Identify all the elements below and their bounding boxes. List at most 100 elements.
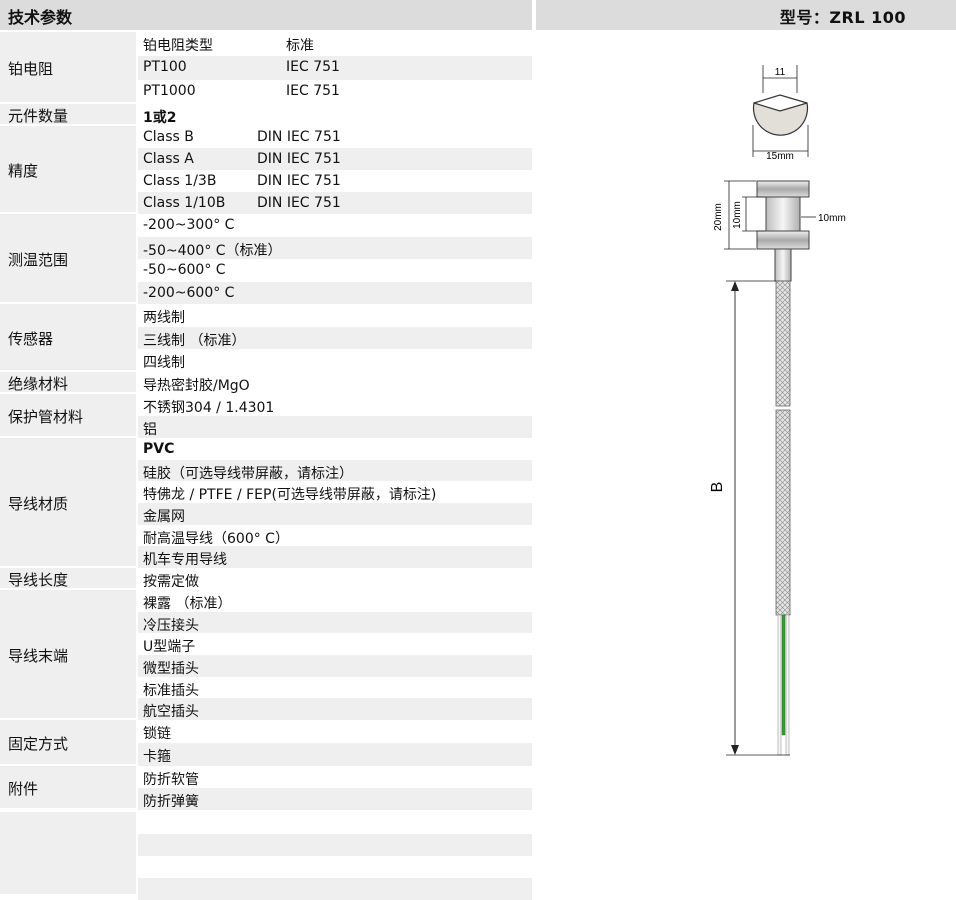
braided-cable [775,280,791,616]
spec-row: 铂电阻类型 标准 [138,32,532,56]
spec-row: 防折软管 [138,766,532,788]
spec-value: 防折软管 [143,772,199,788]
empty-label-cell [0,812,136,894]
spec-row: 硅胶（可选导线带屏蔽，请标注） [138,460,532,482]
spec-row: -50~600° C [138,259,532,282]
spec-standard: DIN IEC 751 [257,173,341,189]
spec-row: 裸露 （标准） [138,590,532,612]
spec-value: 卡箍 [143,749,171,765]
group-label-cell: 导线长度 [0,568,136,590]
spec-row: 两线制 [138,304,532,327]
spec-value: 硅胶（可选导线带屏蔽，请标注） [143,466,353,482]
spec-value: 微型插头 [143,661,199,677]
empty-row [138,834,532,856]
spec-value: 特佛龙 / PTFE / FEP(可选导线带屏蔽，请标注) [143,487,437,503]
spec-value: 按需定做 [143,574,199,590]
spec-value: Class 1/3B [143,173,217,189]
group-label: 精度 [8,162,39,180]
spec-row: 耐高温导线（600° C） [138,525,532,547]
spec-row: 特佛龙 / PTFE / FEP(可选导线带屏蔽，请标注) [138,481,532,503]
sensor-head: 20mm 10mm 10mm [713,180,846,282]
group-label: 传感器 [8,330,54,348]
spec-row: 金属网 [138,503,532,525]
dim-10-right-label: 10mm [818,213,846,224]
spec-value: 耐高温导线（600° C） [143,531,289,547]
spec-row: 锁链 [138,720,532,743]
spec-row: U型端子 [138,633,532,655]
empty-row [138,856,532,878]
group-label-cell: 导线末端 [0,590,136,720]
group-label: 绝缘材料 [8,375,69,393]
model-header: 型号：ZRL 100 [536,0,956,30]
spec-value: 不锈钢304 / 1.4301 [143,400,275,416]
spec-value: -200~600° C [143,285,235,301]
spec-standard: 标准 [286,38,314,54]
spec-value: U型端子 [143,639,196,655]
group-label-cell: 元件数量 [0,104,136,126]
spec-row: 不锈钢304 / 1.4301 [138,394,532,416]
group-label-cell: 绝缘材料 [0,372,136,394]
empty-row [138,812,532,834]
spec-value: PT1000 [143,83,196,99]
spec-row: 微型插头 [138,655,532,677]
spec-value: 标准插头 [143,683,199,699]
group-label: 元件数量 [8,107,69,125]
spec-value: Class B [143,129,194,145]
spec-row: Class 1/3B DIN IEC 751 [138,170,532,192]
spec-value: 金属网 [143,509,185,525]
spec-standard: IEC 751 [286,59,340,75]
dim-20-label: 20mm [713,203,724,231]
group-label: 铂电阻 [8,60,54,78]
spec-value: 航空插头 [143,704,199,720]
spec-row: 1或2 [138,104,532,126]
spec-row: 三线制 （标准） [138,327,532,350]
spec-row: PT100 IEC 751 [138,56,532,80]
spec-row: PVC [138,438,532,460]
spec-title: 技术参数 [8,8,73,27]
group-label: 导线长度 [8,571,69,589]
group-label: 固定方式 [8,735,69,753]
spec-value: 两线制 [143,310,185,326]
spec-row: 标准插头 [138,677,532,699]
spec-value: 铝 [143,422,157,438]
dim-b-label: B [709,482,726,493]
group-label-cell: 测温范围 [0,214,136,304]
spec-standard: DIN IEC 751 [257,129,341,145]
group-label: 测温范围 [8,251,69,269]
dim-bottom-label: 15mm [766,151,794,162]
spec-row: Class B DIN IEC 751 [138,126,532,148]
group-label-cell: 附件 [0,766,136,810]
spec-row: 航空插头 [138,698,532,720]
spec-value: 三线制 （标准） [143,333,246,349]
spec-value: 锁链 [143,726,171,742]
end-view: 11 15mm [752,65,809,162]
group-label: 导线末端 [8,647,69,665]
spec-value: PVC [143,441,175,457]
group-label: 附件 [8,780,39,798]
spec-value: Class A [143,151,194,167]
spec-value: 防折弹簧 [143,794,199,810]
spec-value: PT100 [143,59,187,75]
group-label-cell: 固定方式 [0,720,136,766]
spec-value: 1或2 [143,110,177,126]
spec-value: 裸露 （标准） [143,596,232,612]
spec-row: 导热密封胶/MgO [138,372,532,394]
spec-value: 机车专用导线 [143,552,227,568]
spec-row: 防折弹簧 [138,788,532,810]
spec-value: 铂电阻类型 [143,38,213,54]
group-label: 导线材质 [8,495,69,513]
group-label-cell: 传感器 [0,304,136,372]
spec-row: -200~600° C [138,282,532,305]
spec-header: 技术参数 [0,0,532,30]
empty-row [138,878,532,900]
spec-value: -50~400° C（标准） [143,243,282,259]
spec-row: -200~300° C [138,214,532,237]
group-label-cell: 精度 [0,126,136,214]
spec-value: 冷压接头 [143,618,199,634]
spec-row: 四线制 [138,349,532,372]
group-label: 保护管材料 [8,408,84,426]
dim-b: B [709,280,790,756]
spec-row: -50~400° C（标准） [138,237,532,260]
